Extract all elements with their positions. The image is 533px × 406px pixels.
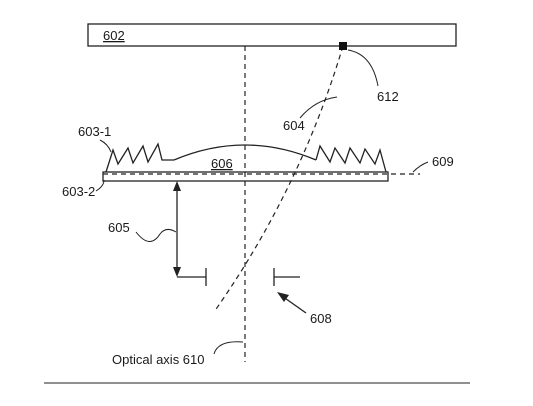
lens-center-surface [173,144,317,161]
lens-side-upper-label: 603-1 [78,124,111,139]
lens-plane-label: 609 [432,154,454,169]
aperture-label: 608 [310,311,332,326]
fresnel-teeth-left [105,142,174,173]
lens-plane-leader [412,161,429,173]
distance-arrowhead-top [173,181,181,191]
aperture-leader-arrowhead [277,292,289,302]
distance-leader [135,228,177,242]
optical-axis-leader [213,341,244,355]
lens-side-lower-label: 603-2 [62,184,95,199]
display-label: 602 [103,28,125,43]
light-ray-label: 604 [283,118,305,133]
pixel-label: 612 [377,89,399,104]
optical-axis-label: Optical axis 610 [112,352,205,367]
light-ray [213,45,344,313]
distance-arrowhead-bottom [173,267,181,277]
lens-plate [102,171,389,182]
fresnel-teeth-right [315,144,387,173]
display-panel [87,23,457,47]
lens-side-lower-leader [95,179,105,192]
pixel-leader [347,49,379,87]
lens-side-upper-leader [99,139,112,153]
pixel-marker [339,42,347,50]
light-ray-leader [299,96,338,119]
distance-label: 605 [108,220,130,235]
lens-center-label: 606 [211,156,233,171]
